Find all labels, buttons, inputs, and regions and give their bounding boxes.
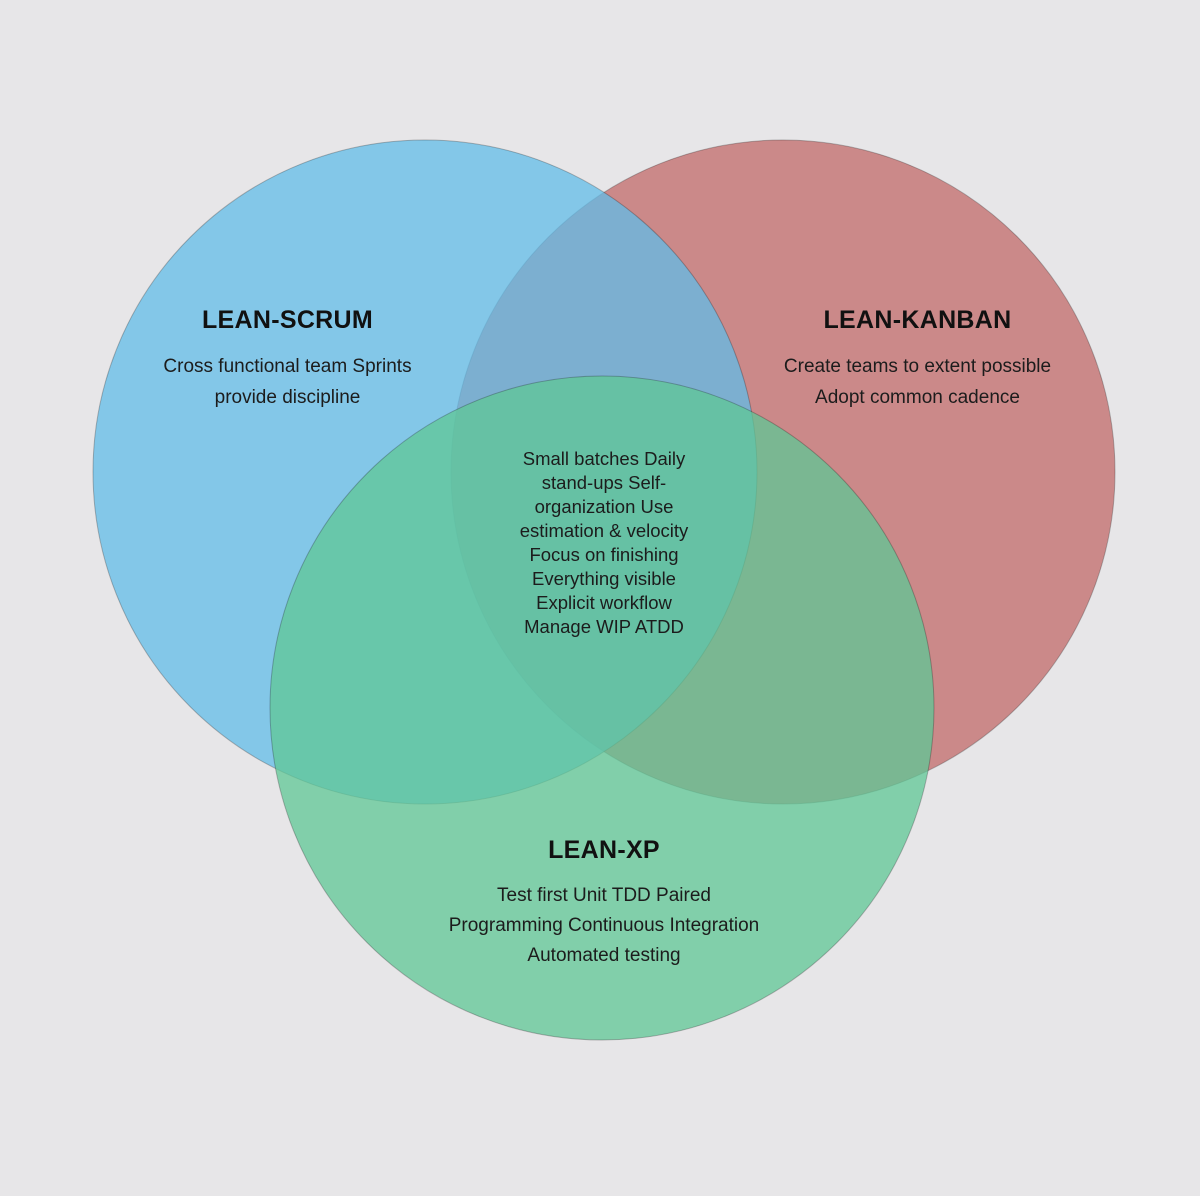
intersection-line: stand-ups Self- — [541, 472, 667, 493]
lean-xp-desc-line: Programming Continuous Integration — [448, 915, 760, 936]
lean-xp-desc-line: Test first Unit TDD Paired — [497, 885, 711, 906]
intersection-label: Small batches Daily stand-ups Self- orga… — [444, 447, 764, 639]
lean-kanban-desc-line: Create teams to extent possible — [783, 356, 1052, 377]
lean-xp-title: LEAN-XP — [548, 836, 660, 864]
intersection-text: Small batches Daily stand-ups Self- orga… — [444, 447, 764, 639]
lean-kanban-description: Create teams to extent possible Adopt co… — [735, 351, 1100, 413]
lean-kanban-title: LEAN-KANBAN — [823, 306, 1012, 334]
intersection-line: Small batches Daily — [522, 448, 686, 469]
intersection-line: estimation & velocity — [519, 520, 689, 541]
intersection-line: Explicit workflow — [536, 592, 672, 613]
lean-scrum-label: LEAN-SCRUM Cross functional team Sprints… — [110, 306, 465, 413]
intersection-line: Focus on finishing — [529, 544, 679, 565]
intersection-line: Everything visible — [532, 568, 676, 589]
lean-xp-desc-line: Automated testing — [527, 945, 681, 966]
intersection-line: Manage WIP ATDD — [524, 616, 684, 637]
lean-scrum-desc-line: Cross functional team Sprints — [163, 356, 412, 377]
lean-xp-description: Test first Unit TDD Paired Programming C… — [374, 881, 834, 971]
lean-scrum-title: LEAN-SCRUM — [201, 306, 374, 334]
lean-xp-circle — [269, 375, 935, 1041]
intersection-line: organization Use — [534, 496, 674, 517]
lean-kanban-label: LEAN-KANBAN Create teams to extent possi… — [735, 306, 1100, 413]
lean-kanban-desc-line: Adopt common cadence — [815, 387, 1020, 408]
lean-scrum-desc-line: provide discipline — [214, 387, 361, 408]
lean-scrum-description: Cross functional team Sprints provide di… — [110, 351, 465, 413]
lean-xp-label: LEAN-XP Test first Unit TDD Paired Progr… — [374, 836, 834, 971]
